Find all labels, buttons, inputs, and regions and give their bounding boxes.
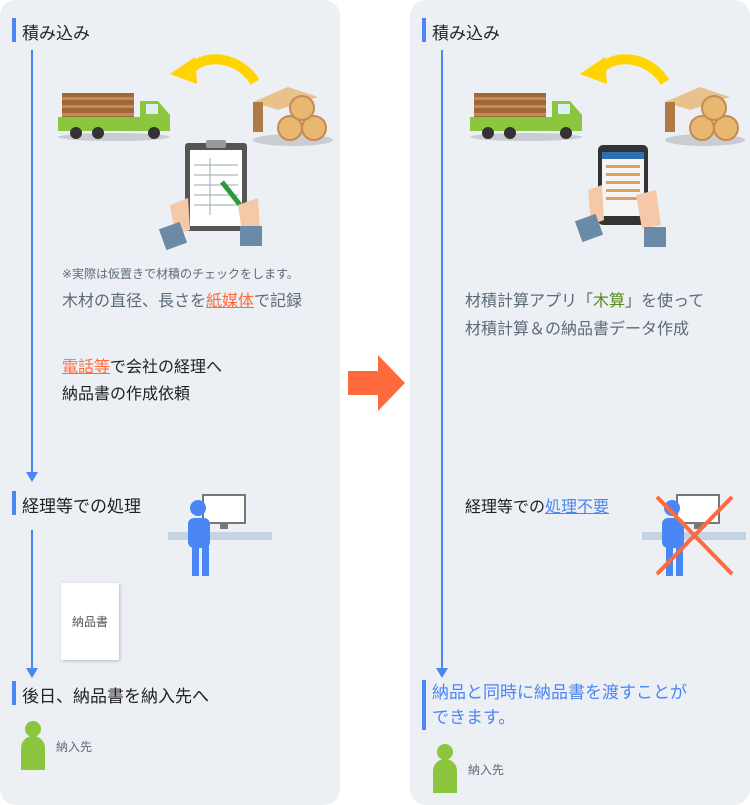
note-text: ※実際は仮置きで材積のチェックをします。 — [62, 267, 299, 281]
logs-icon — [253, 87, 333, 146]
phone-highlight: 電話等 — [62, 357, 111, 376]
step-marker — [12, 681, 16, 705]
paper-highlight: 紙媒体 — [206, 291, 255, 310]
flow-arrow — [26, 50, 38, 482]
step-marker — [12, 18, 16, 42]
step-marker — [12, 491, 16, 515]
step1-title: 積み込み — [22, 24, 90, 44]
recipient-label: 納入先 — [56, 740, 93, 754]
step3-title: 納品と同時に納品書を渡すことが できます。 — [432, 681, 687, 731]
record-pre: 木材の直径、長さを — [62, 291, 207, 310]
no-processing-highlight: 処理不要 — [545, 497, 610, 516]
after-panel: 積み込み 材積計算アプリ「木算」を使って 材積計算＆の納品書データ作成 経理等で… — [410, 0, 750, 805]
record-post: で記録 — [254, 291, 303, 310]
flow-arrow — [436, 50, 448, 678]
curved-arrow-icon — [580, 54, 670, 85]
phone-line2: 納品書の作成依頼 — [62, 384, 191, 403]
invoice-document-icon: 納品書 — [61, 583, 119, 660]
recipient-person-icon — [21, 721, 45, 770]
step1-title: 積み込み — [432, 24, 500, 44]
step-marker — [422, 18, 426, 42]
app-line2: 材積計算＆の納品書データ作成 — [465, 319, 690, 338]
record-text: 木材の直径、長さを紙媒体で記録 — [62, 287, 302, 311]
curved-arrow-icon — [170, 54, 260, 85]
clipboard-icon — [158, 140, 262, 251]
recipient-person-icon — [433, 744, 457, 793]
office-worker-crossed-icon — [642, 494, 746, 576]
truck-icon — [470, 93, 582, 141]
step3-line2: できます。 — [432, 708, 516, 728]
step2-title: 経理等での処理不要 — [465, 493, 609, 517]
step2-pre: 経理等での — [465, 497, 546, 516]
app-name: 木算 — [593, 291, 626, 310]
step-marker — [422, 680, 426, 730]
recipient-label: 納入先 — [468, 763, 505, 777]
truck-icon — [58, 93, 170, 141]
flow-arrow — [26, 530, 38, 678]
office-worker-icon — [168, 494, 272, 576]
step3-title: 後日、納品書を納入先へ — [22, 687, 209, 707]
logs-icon — [665, 87, 745, 146]
step2-title: 経理等での処理 — [22, 497, 141, 517]
phone-post: で会社の経理へ — [110, 357, 223, 376]
phone-request-text: 電話等で会社の経理へ 納品書の作成依頼 — [62, 353, 222, 407]
transition-arrow-icon — [348, 355, 405, 411]
app-pre: 材積計算アプリ「 — [465, 291, 594, 310]
step3-line1: 納品と同時に納品書を渡すことが — [432, 683, 687, 703]
smartphone-app-icon — [574, 145, 666, 247]
app-post: 」を使って — [625, 291, 705, 310]
app-description: 材積計算アプリ「木算」を使って 材積計算＆の納品書データ作成 — [465, 287, 704, 343]
before-panel: 積み込み ※実際は仮置きで材積のチェックをします。 木材の直径、長さを紙媒体で記… — [0, 0, 340, 805]
document-label: 納品書 — [71, 615, 108, 629]
